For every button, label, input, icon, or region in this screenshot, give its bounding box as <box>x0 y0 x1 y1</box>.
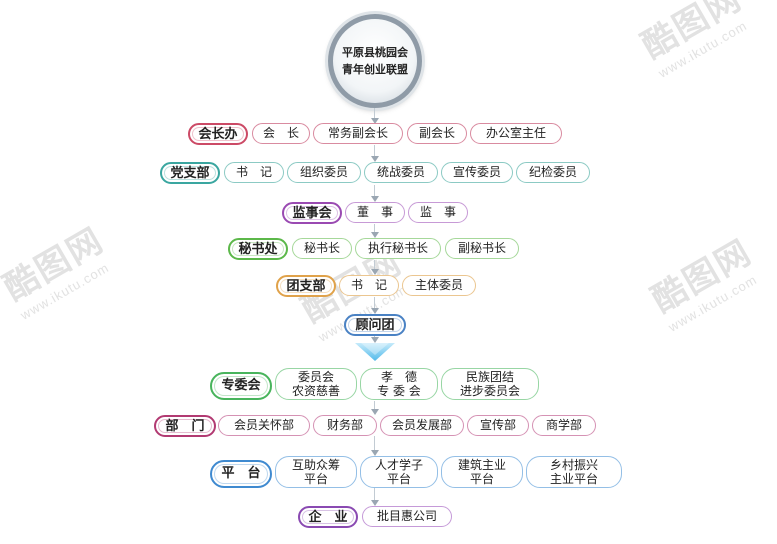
item-line-1: 建筑主业 <box>457 458 506 472</box>
row-item: 副秘书长 <box>445 238 519 259</box>
connector-line <box>374 108 375 122</box>
root-node: 平原县桃园会 青年创业联盟 <box>328 14 422 108</box>
row-label-bumen: 部 门 <box>154 415 216 437</box>
item-line-2: 进步委员会 <box>459 384 520 398</box>
row-item: 建筑主业平台 <box>441 456 523 488</box>
row-item: 主体委员 <box>402 275 476 296</box>
row-label-pingtai: 平 台 <box>210 460 272 488</box>
item-line-2: 平台 <box>303 472 328 486</box>
row-item: 书 记 <box>224 162 284 183</box>
connector-arrow <box>371 337 379 343</box>
connector-arrow <box>371 232 379 238</box>
row-item: 组织委员 <box>287 162 361 183</box>
row-label-qiye: 企 业 <box>298 506 358 528</box>
row-item: 纪检委员 <box>516 162 590 183</box>
item-line-2: 平台 <box>469 472 494 486</box>
row-item: 办公室主任 <box>470 123 562 144</box>
row-item: 批目惠公司 <box>362 506 452 527</box>
item-line-1: 民族团结 <box>465 370 514 384</box>
connector-arrow <box>371 196 379 202</box>
row-label-jianshi: 监事会 <box>282 202 342 224</box>
row-item: 常务副会长 <box>313 123 403 144</box>
connector-line <box>374 436 375 452</box>
item-line-1: 人才学子 <box>374 458 423 472</box>
row-label-huizhang: 会长办 <box>188 123 248 145</box>
connector-line <box>374 401 375 411</box>
row-item: 民族团结进步委员会 <box>441 368 539 400</box>
row-item: 会员发展部 <box>380 415 464 436</box>
item-line-1: 互助众筹 <box>291 458 340 472</box>
row-item: 人才学子平台 <box>360 456 438 488</box>
row-item: 商学部 <box>532 415 596 436</box>
connector-arrow <box>371 308 379 314</box>
row-item: 书 记 <box>339 275 399 296</box>
connector-line <box>374 224 375 234</box>
row-label-tuanzhi: 团支部 <box>276 275 336 297</box>
item-line-2: 专 委 会 <box>377 384 421 398</box>
connector-line <box>374 185 375 198</box>
row-item: 孝 德专 委 会 <box>360 368 438 400</box>
row-item: 统战委员 <box>364 162 438 183</box>
row-label-dangzhi: 党支部 <box>160 162 220 184</box>
item-line-1: 乡村振兴 <box>549 458 598 472</box>
chevron-down-icon <box>355 343 395 361</box>
connector-line <box>374 488 375 502</box>
row-label-zhuanwei: 专委会 <box>210 372 272 400</box>
row-item: 宣传委员 <box>441 162 513 183</box>
row-item: 会 长 <box>252 123 310 144</box>
row-item: 副会长 <box>407 123 467 144</box>
row-item: 委员会农资慈善 <box>275 368 357 400</box>
root-line-2: 青年创业联盟 <box>342 63 408 76</box>
row-item: 乡村振兴主业平台 <box>526 456 622 488</box>
connector-arrow <box>371 156 379 162</box>
item-line-1: 委员会 <box>297 370 334 384</box>
item-line-2: 农资慈善 <box>291 384 340 398</box>
connector-arrow <box>371 500 379 506</box>
item-line-1: 孝 德 <box>380 370 417 384</box>
row-item: 秘书长 <box>292 238 352 259</box>
connector-arrow <box>371 118 379 124</box>
connector-arrow <box>371 269 379 275</box>
row-label-guwen: 顾问团 <box>344 314 406 336</box>
row-item: 执行秘书长 <box>355 238 441 259</box>
row-item: 董 事 <box>345 202 405 223</box>
root-line-1: 平原县桃园会 <box>342 46 408 59</box>
row-item: 互助众筹平台 <box>275 456 357 488</box>
connector-arrow <box>371 409 379 415</box>
connector-arrow <box>371 450 379 456</box>
row-item: 财务部 <box>313 415 377 436</box>
connector-line <box>374 260 375 271</box>
row-item: 宣传部 <box>467 415 529 436</box>
connector-line <box>374 145 375 158</box>
row-label-mishu: 秘书处 <box>228 238 288 260</box>
item-line-2: 主业平台 <box>549 472 598 486</box>
row-item: 监 事 <box>408 202 468 223</box>
row-item: 会员关怀部 <box>218 415 310 436</box>
item-line-2: 平台 <box>386 472 411 486</box>
connector-line <box>374 297 375 310</box>
